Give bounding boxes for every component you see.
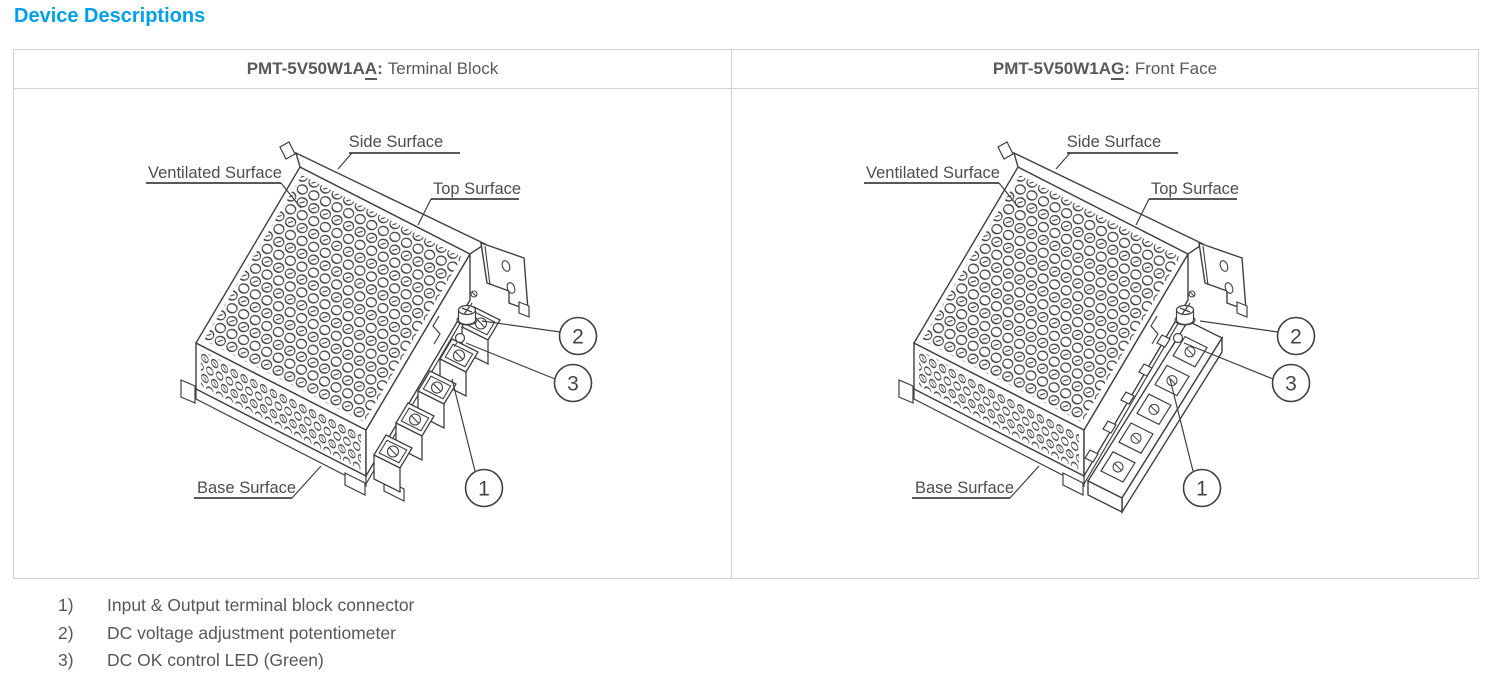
svg-text:2: 2 — [1290, 326, 1302, 349]
ventilated-surface-label: Ventilated Surface — [148, 164, 282, 182]
legend-item-number: 2) — [58, 622, 74, 643]
legend-item-text: Input & Output terminal block connector — [107, 595, 415, 615]
callout-1: 1 — [464, 468, 504, 508]
legend-item-number: 1) — [58, 595, 74, 615]
model-view-name: Front Face — [1134, 59, 1218, 78]
top-surface-label: Top Surface — [433, 180, 521, 198]
front-face-drawing: Side Surface Ventilated Surface Top Surf… — [863, 133, 1316, 513]
callout-2: 2 — [558, 316, 598, 356]
base-surface-label: Base Surface — [197, 479, 296, 497]
svg-text:2: 2 — [572, 326, 584, 349]
terminal-block-figure-cell: Side Surface Ventilated Surface Top Surf… — [14, 89, 731, 578]
svg-text:1: 1 — [1196, 478, 1208, 501]
callout-3: 3 — [553, 363, 593, 403]
model-number: PMT-5V50W1AG: — [992, 59, 1130, 80]
panel-header-terminal-block: PMT-5V50W1AA: Terminal Block — [14, 50, 731, 89]
model-number: PMT-5V50W1AA: — [246, 59, 383, 80]
side-surface-label: Side Surface — [1067, 133, 1161, 151]
legend-item-3: 3) DC OK control LED (Green) — [58, 647, 414, 675]
base-surface-label: Base Surface — [915, 479, 1014, 497]
svg-text:3: 3 — [1285, 373, 1297, 396]
svg-text:3: 3 — [567, 373, 579, 396]
page-title: Device Descriptions — [14, 5, 206, 27]
terminal-block-drawing: Side Surface Ventilated Surface Top Surf… — [145, 133, 598, 508]
legend: 1) Input & Output terminal block connect… — [58, 592, 414, 675]
callout-3: 3 — [1271, 363, 1311, 403]
callout-1: 1 — [1182, 468, 1222, 508]
device-panel-terminal-block: PMT-5V50W1AA: Terminal Block Side Surfac… — [14, 50, 731, 578]
side-surface-label: Side Surface — [349, 133, 443, 151]
callout-2: 2 — [1276, 316, 1316, 356]
panel-header-front-face: PMT-5V50W1AG: Front Face — [732, 50, 1478, 89]
top-surface-label: Top Surface — [1151, 180, 1239, 198]
legend-item-number: 3) — [58, 650, 74, 670]
model-view-name: Terminal Block — [387, 59, 499, 78]
legend-item-text: DC voltage adjustment potentiometer — [107, 622, 396, 643]
device-panel-front-face: PMT-5V50W1AG: Front Face Side Surface Ve… — [731, 50, 1478, 578]
device-descriptions-table: PMT-5V50W1AA: Terminal Block Side Surfac… — [13, 49, 1479, 579]
front-face-figure-cell: Side Surface Ventilated Surface Top Surf… — [732, 89, 1478, 578]
legend-item-2: 2) DC voltage adjustment potentiometer — [58, 620, 414, 648]
svg-text:1: 1 — [478, 478, 490, 501]
legend-item-1: 1) Input & Output terminal block connect… — [58, 592, 414, 620]
ventilated-surface-label: Ventilated Surface — [866, 164, 1000, 182]
legend-item-text: DC OK control LED (Green) — [107, 650, 324, 670]
